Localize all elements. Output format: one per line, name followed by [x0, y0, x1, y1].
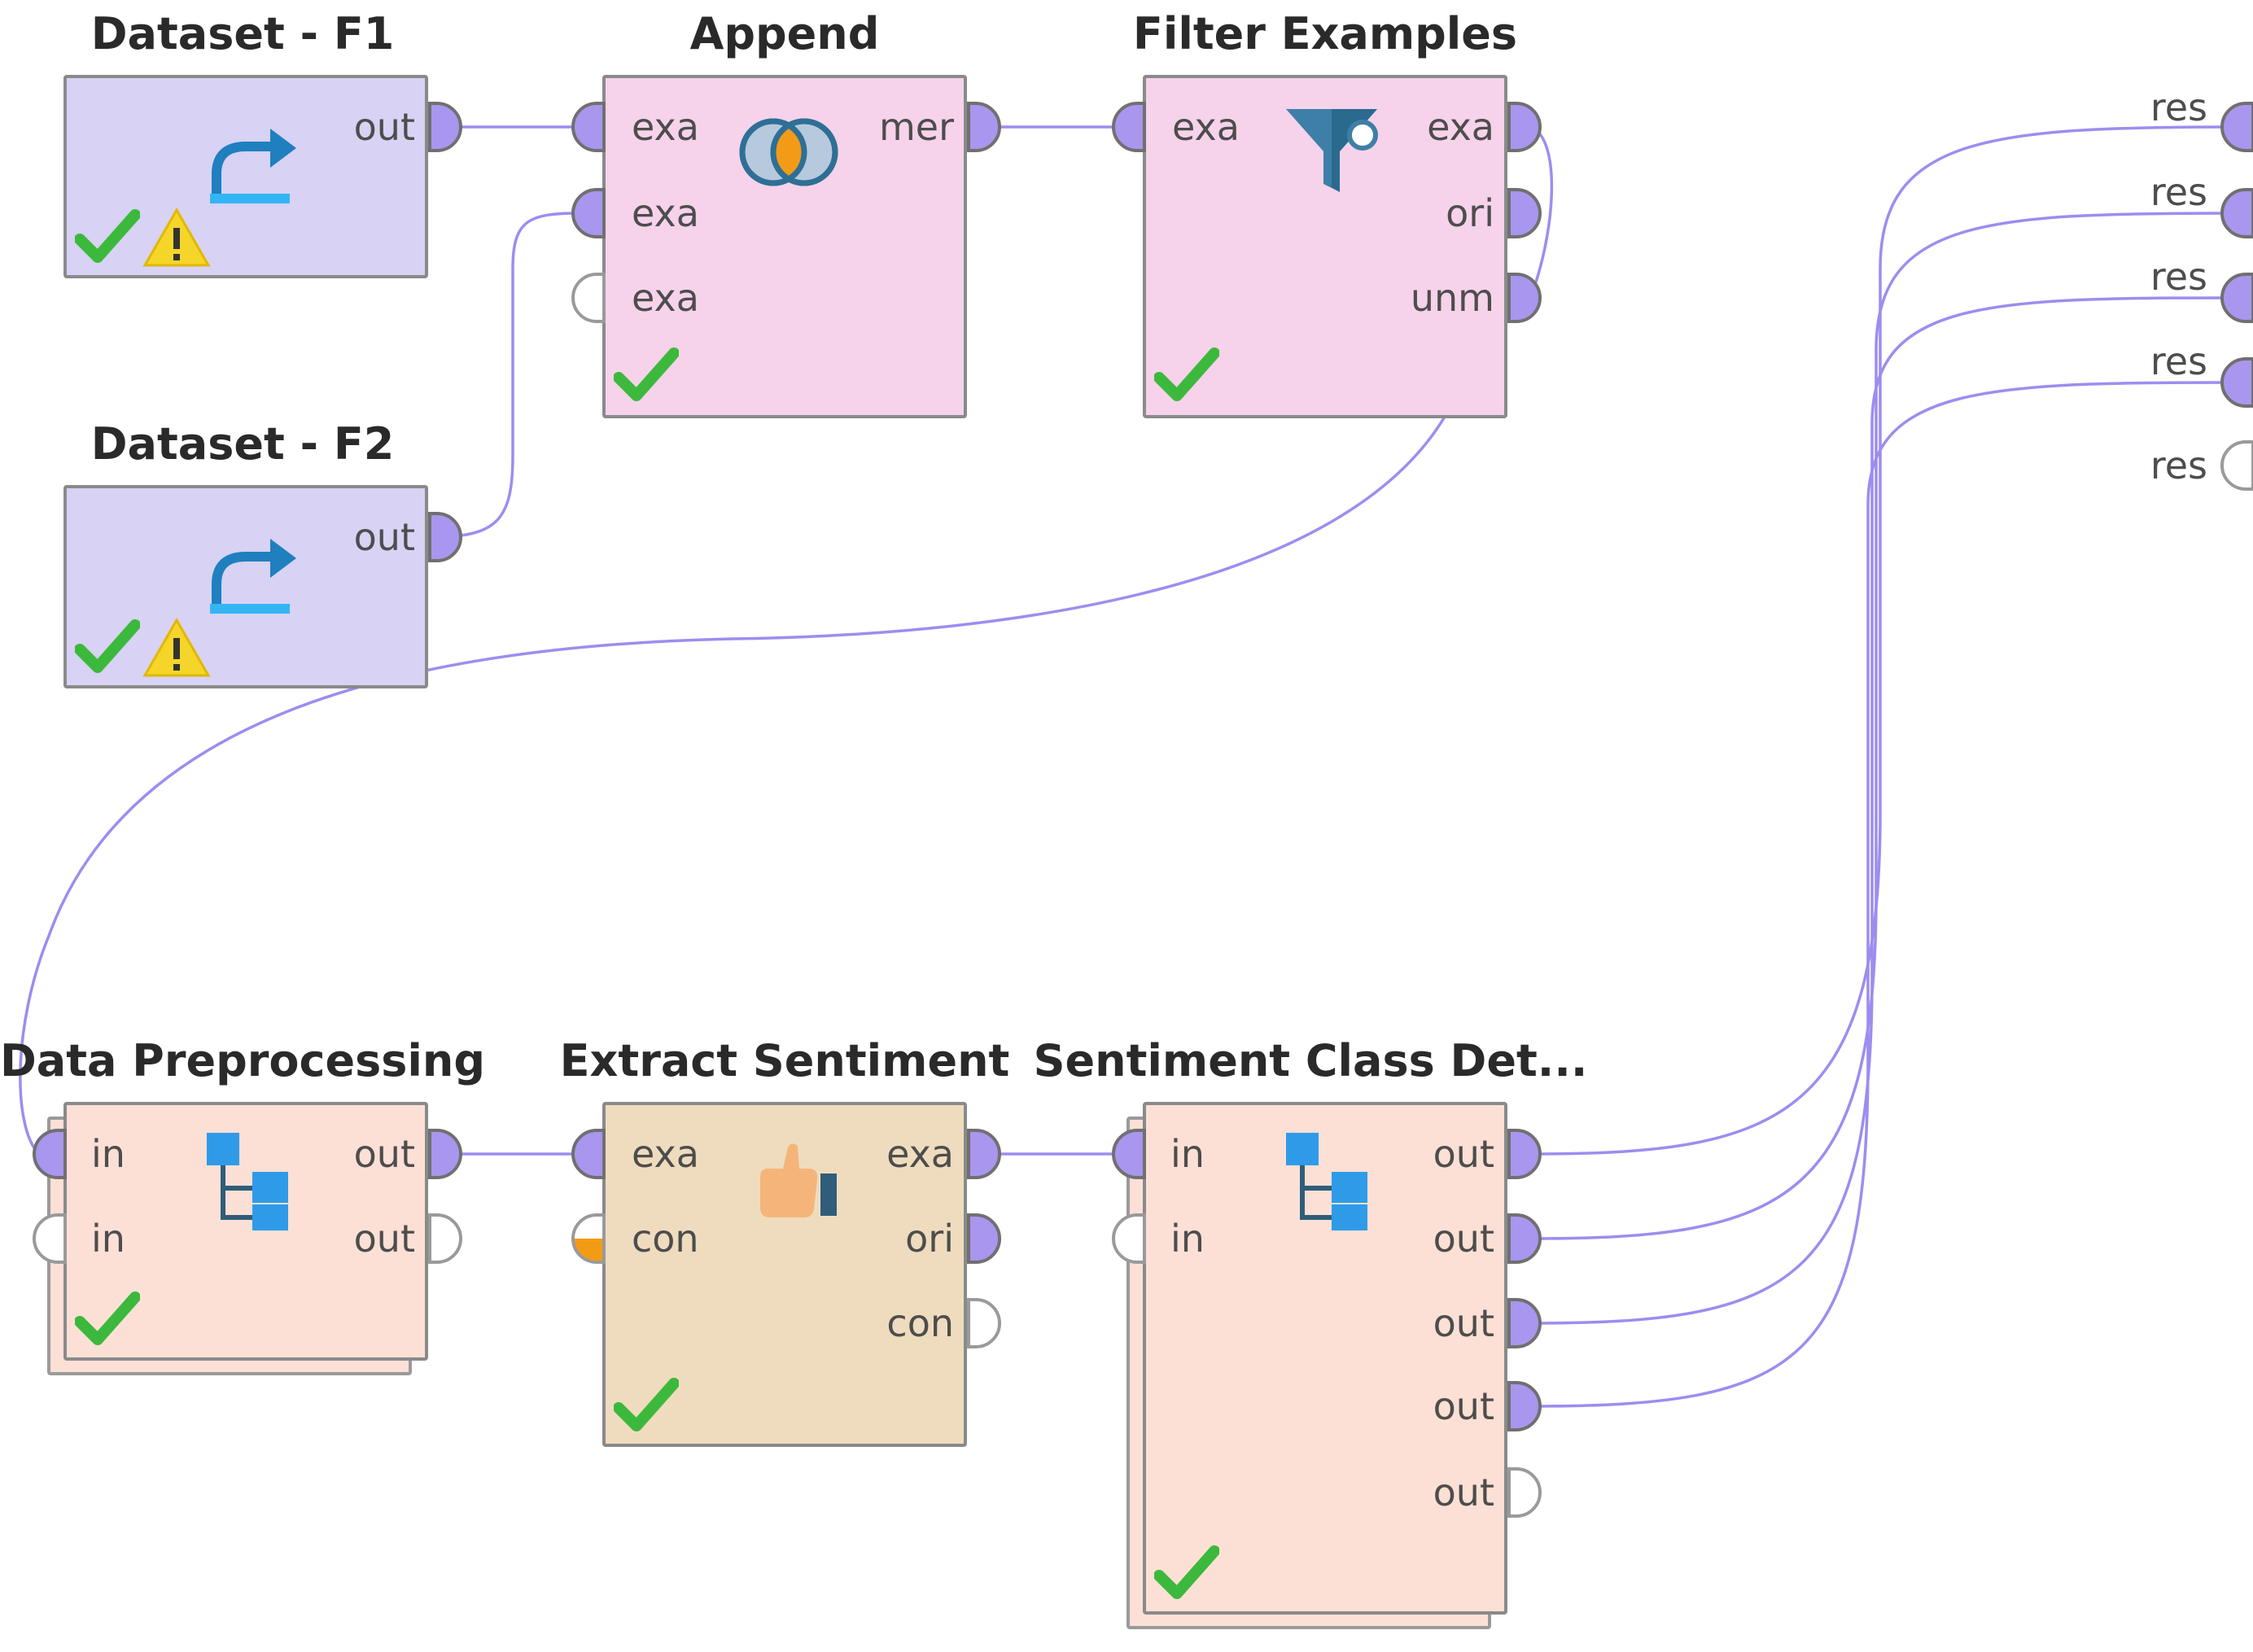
filter-examples-operator[interactable]	[1143, 75, 1507, 418]
preprocessing-out-port-1[interactable]	[428, 1129, 462, 1179]
result-port-label: res	[2150, 255, 2207, 299]
port-label-out: out	[1433, 1217, 1494, 1261]
filter-in-port-exa[interactable]	[1112, 102, 1146, 152]
result-port-label: res	[2150, 444, 2207, 487]
port-label-exa: exa	[1427, 105, 1494, 149]
check-icon	[1154, 1545, 1219, 1599]
port-label-out: out	[353, 105, 415, 149]
check-icon	[75, 1291, 140, 1345]
preprocessing-in-port-1[interactable]	[33, 1129, 67, 1179]
port-label-ori: ori	[1446, 191, 1494, 235]
data-preprocessing-operator[interactable]	[63, 1102, 428, 1361]
retrieve-arrow-icon	[210, 539, 296, 614]
wire-out3-to-res3	[1529, 296, 2231, 1325]
port-label-mer: mer	[878, 105, 954, 149]
classdet-out-port-2[interactable]	[1507, 1213, 1542, 1264]
classdet-out-port-4[interactable]	[1507, 1381, 1542, 1431]
preprocessing-in-port-2[interactable]	[33, 1213, 67, 1264]
append-out-port-mer[interactable]	[967, 102, 1001, 152]
filter-out-port-exa[interactable]	[1507, 102, 1542, 152]
port-label-exa: exa	[632, 191, 699, 235]
check-icon	[75, 619, 140, 673]
port-label-in: in	[1170, 1217, 1205, 1261]
result-port-2[interactable]	[2220, 188, 2253, 238]
port-label-out: out	[353, 1217, 415, 1261]
append-in-port-3[interactable]	[571, 273, 606, 323]
sentiment-class-det-operator[interactable]	[1143, 1102, 1507, 1615]
port-label-in: in	[91, 1217, 125, 1261]
port-label-con: con	[886, 1301, 954, 1345]
result-port-3[interactable]	[2220, 273, 2253, 323]
port-label-out: out	[353, 515, 415, 559]
dataset-f1-title: Dataset - F1	[90, 8, 395, 59]
check-icon	[614, 347, 679, 401]
port-label-unm: unm	[1410, 276, 1494, 320]
dataset-f2-out-port[interactable]	[428, 512, 462, 562]
port-label-exa: exa	[886, 1132, 954, 1176]
port-label-ori: ori	[905, 1217, 954, 1261]
port-label-exa: exa	[632, 1132, 699, 1176]
check-icon	[614, 1378, 679, 1431]
port-label-exa: exa	[632, 105, 699, 149]
check-icon	[75, 209, 140, 263]
sentiment-out-port-exa[interactable]	[967, 1129, 1001, 1179]
result-port-label: res	[2150, 339, 2207, 383]
dataset-f2-operator[interactable]	[63, 485, 428, 688]
venn-overlap-icon	[739, 118, 838, 186]
port-label-out: out	[353, 1132, 415, 1176]
result-port-label: res	[2150, 85, 2207, 129]
dataset-f1-operator[interactable]	[63, 75, 428, 278]
port-label-out: out	[1433, 1301, 1494, 1345]
port-label-out: out	[1433, 1384, 1494, 1428]
append-operator[interactable]	[602, 75, 967, 418]
append-title: Append	[689, 8, 880, 59]
dataset-f2-title: Dataset - F2	[90, 418, 395, 470]
result-port-5[interactable]	[2220, 440, 2253, 491]
sentiment-in-port-exa[interactable]	[571, 1129, 606, 1179]
wire-out1-to-res1	[1529, 125, 2231, 1156]
result-port-4[interactable]	[2220, 357, 2253, 408]
dataset-f1-out-port[interactable]	[428, 102, 462, 152]
thumbs-up-icon	[760, 1143, 837, 1217]
result-port-1[interactable]	[2220, 102, 2253, 152]
port-label-con: con	[632, 1217, 699, 1261]
port-label-out: out	[1433, 1132, 1494, 1176]
sentiment-class-det-title: Sentiment Class Det...	[1033, 1035, 1588, 1086]
filter-out-port-ori[interactable]	[1507, 188, 1542, 238]
wire-f2-to-append	[431, 212, 580, 539]
funnel-icon	[1286, 109, 1378, 192]
port-label-in: in	[91, 1132, 125, 1176]
filter-examples-title: Filter Examples	[1132, 8, 1518, 59]
wire-out4-to-res4	[1529, 381, 2231, 1408]
extract-sentiment-operator[interactable]	[602, 1102, 967, 1447]
port-label-in: in	[1170, 1132, 1205, 1176]
port-label-exa: exa	[1172, 105, 1240, 149]
classdet-in-port-1[interactable]	[1112, 1129, 1146, 1179]
check-icon	[1154, 347, 1219, 401]
filter-out-port-unm[interactable]	[1507, 273, 1542, 323]
wire-out2-to-res2	[1529, 212, 2231, 1240]
sentiment-out-port-ori[interactable]	[967, 1213, 1001, 1264]
classdet-out-port-5[interactable]	[1507, 1467, 1542, 1518]
port-label-out: out	[1433, 1471, 1494, 1514]
append-in-port-2[interactable]	[571, 188, 606, 238]
append-in-port-1[interactable]	[571, 102, 606, 152]
retrieve-arrow-icon	[210, 129, 296, 203]
classdet-in-port-2[interactable]	[1112, 1213, 1146, 1264]
warning-icon	[142, 617, 211, 677]
warning-icon	[142, 207, 211, 267]
extract-sentiment-title: Extract Sentiment	[559, 1035, 1010, 1086]
subprocess-tree-icon	[207, 1133, 288, 1230]
sentiment-in-port-con[interactable]	[571, 1213, 606, 1264]
sentiment-out-port-con[interactable]	[967, 1298, 1001, 1348]
result-port-label: res	[2150, 170, 2207, 214]
preprocessing-out-port-2[interactable]	[428, 1213, 462, 1264]
classdet-out-port-1[interactable]	[1507, 1129, 1542, 1179]
classdet-out-port-3[interactable]	[1507, 1298, 1542, 1348]
data-preprocessing-title: Data Preprocessing	[0, 1035, 486, 1086]
port-label-exa: exa	[632, 276, 699, 320]
subprocess-tree-icon	[1286, 1133, 1367, 1230]
